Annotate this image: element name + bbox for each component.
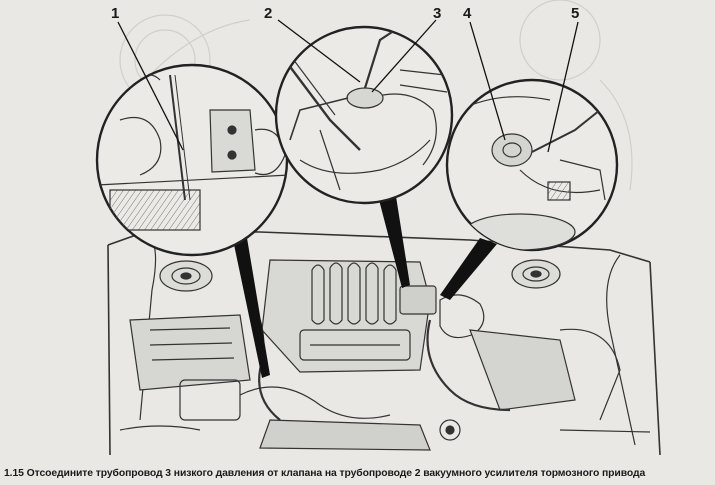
callout-2: 2 xyxy=(264,5,272,22)
engine-bay-illustration: 1 2 3 4 5 xyxy=(95,0,661,456)
callout-1: 1 xyxy=(111,5,119,22)
detail-circle-2-3 xyxy=(274,25,454,205)
callout-leaders xyxy=(117,19,579,153)
callout-3: 3 xyxy=(433,5,441,22)
callout-pointers xyxy=(232,190,497,378)
detail-circle-4-5 xyxy=(445,78,619,252)
callout-5: 5 xyxy=(571,5,579,22)
figure-caption: 1.15 Отсоедините трубопровод 3 низкого д… xyxy=(4,468,646,479)
detail-circle-1 xyxy=(95,63,289,257)
engine-bay xyxy=(107,229,661,456)
callout-4: 4 xyxy=(463,5,472,22)
